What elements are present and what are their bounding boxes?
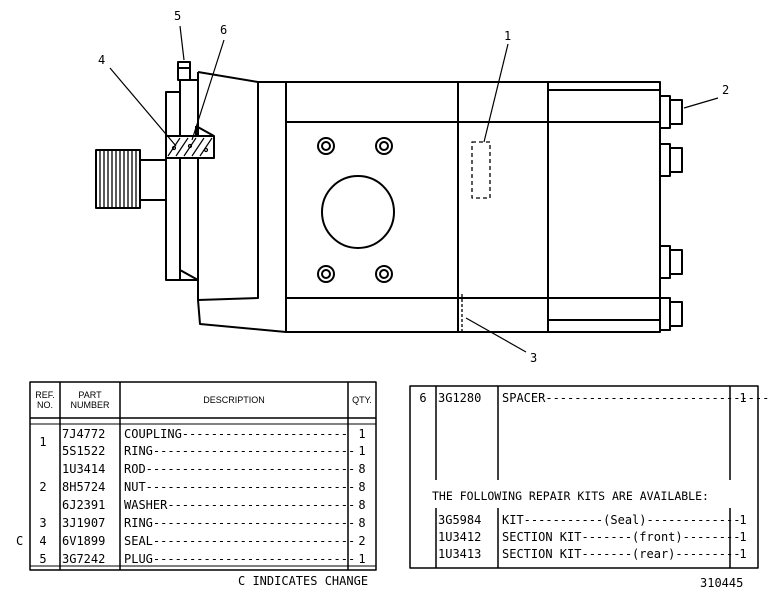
name-plate — [471, 141, 491, 199]
row-ref: 3 — [39, 516, 47, 530]
row-part-number: 7J4772 — [62, 427, 106, 441]
row-part-number: 3G7242 — [62, 552, 106, 566]
callout-4: 4 — [98, 53, 106, 67]
row-description: WASHER-------------------------- — [124, 498, 356, 512]
row-qty: 1 — [739, 391, 747, 405]
row-qty: 8 — [358, 462, 366, 476]
row-qty: 2 — [358, 534, 366, 548]
row-qty: 8 — [358, 498, 366, 512]
row-description: COUPLING----------------------- — [124, 427, 348, 441]
mounting-flange — [165, 79, 199, 281]
callout-3: 3 — [530, 351, 538, 365]
row-part-number: 8H5724 — [62, 480, 106, 494]
kit-qty: 1 — [739, 547, 747, 561]
row-description: NUT----------------------------- — [124, 480, 356, 494]
row-qty: 8 — [358, 516, 366, 530]
row-description: SEAL---------------------------- — [124, 534, 356, 548]
repair-kits-note: THE FOLLOWING REPAIR KITS ARE AVAILABLE: — [432, 489, 709, 503]
row-description: RING---------------------------- — [124, 516, 356, 530]
kit-description: SECTION KIT-------(front)-------- — [502, 530, 741, 544]
row-part-number: 6J2391 — [62, 498, 106, 512]
row-part-number: 3J1907 — [62, 516, 106, 530]
header-part-number: PART NUMBER — [70, 390, 110, 410]
row-ref: 4 — [39, 534, 47, 548]
header-ref-no: REF. NO. — [35, 390, 55, 410]
row-description: RING---------------------------- — [124, 444, 356, 458]
row-qty: 1 — [358, 552, 366, 566]
row-ref: 2 — [39, 480, 47, 494]
port-face — [317, 137, 395, 283]
input-shaft — [95, 149, 167, 209]
row-ref: 6 — [419, 391, 427, 405]
row-part-number: 5S1522 — [62, 444, 106, 458]
row-description: PLUG---------------------------- — [124, 552, 356, 566]
tie-rod-nuts — [659, 95, 683, 331]
pump-housing — [197, 71, 661, 333]
right-table-frame — [409, 385, 759, 569]
plug — [177, 61, 191, 81]
row-qty: 1 — [358, 427, 366, 441]
kit-description: KIT-----------(Seal)------------- — [502, 513, 741, 527]
callout-5: 5 — [174, 9, 182, 23]
leader-lines — [109, 25, 719, 353]
row-ref: 5 — [39, 552, 47, 566]
callout-2: 2 — [722, 83, 730, 97]
kit-part-number: 3G5984 — [438, 513, 482, 527]
header-qty: QTY. — [352, 395, 372, 405]
row-ref: 1 — [39, 435, 47, 449]
figure-number: 310445 — [700, 576, 744, 590]
kit-qty: 1 — [739, 513, 747, 527]
change-flag: C — [16, 534, 24, 548]
row-qty: 8 — [358, 480, 366, 494]
callout-6: 6 — [220, 23, 228, 37]
row-description: ROD----------------------------- — [124, 462, 356, 476]
kit-part-number: 1U3413 — [438, 547, 482, 561]
kit-part-number: 1U3412 — [438, 530, 482, 544]
row-part-number: 6V1899 — [62, 534, 106, 548]
seal-section — [165, 125, 215, 159]
left-table-frame — [29, 381, 377, 571]
row-part-number: 3G1280 — [438, 391, 482, 405]
row-qty: 1 — [358, 444, 366, 458]
kit-description: SECTION KIT-------(rear)--------- — [502, 547, 741, 561]
callout-1: 1 — [504, 29, 512, 43]
kit-qty: 1 — [739, 530, 747, 544]
change-legend: C INDICATES CHANGE — [238, 574, 369, 588]
header-description: DESCRIPTION — [203, 395, 265, 405]
row-description: SPACER------------------------------- — [502, 391, 770, 405]
row-part-number: 1U3414 — [62, 462, 106, 476]
